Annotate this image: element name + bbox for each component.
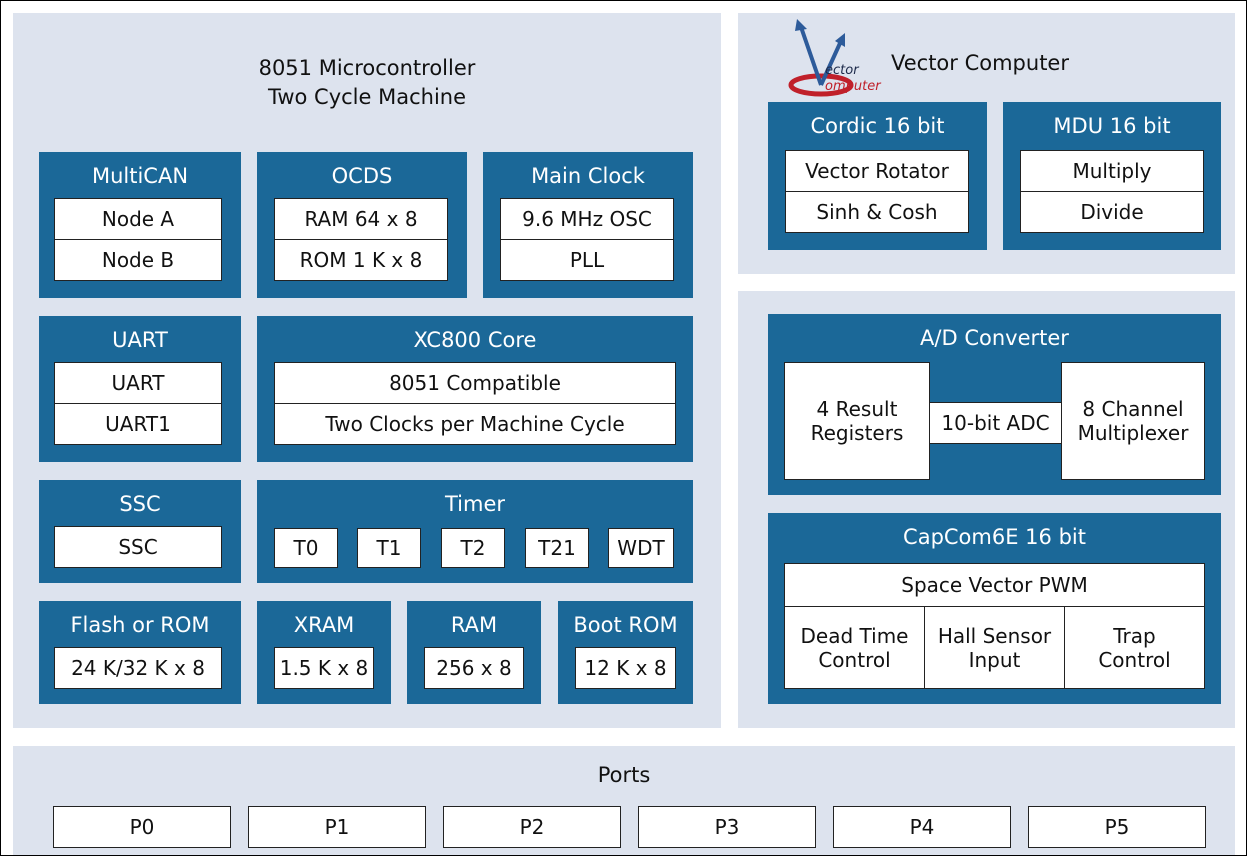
vector-computer-title: Vector Computer: [891, 51, 1069, 75]
timer-t21: T21: [525, 528, 589, 568]
core-title: XC800 Core: [413, 328, 537, 352]
port-p4: P4: [833, 806, 1011, 848]
cordic-sinh-cosh: Sinh & Cosh: [785, 191, 969, 233]
cordic-rotator: Vector Rotator: [785, 150, 969, 192]
ram-title: RAM: [450, 613, 498, 637]
mcu-title-line1: 8051 Microcontroller: [258, 56, 476, 80]
cordic-block: Cordic 16 bit Vector Rotator Sinh & Cosh: [768, 102, 987, 250]
multican-node-b: Node B: [54, 239, 222, 281]
capcom-dead-line1: Dead Time: [800, 623, 909, 648]
core-block: XC800 Core 8051 Compatible Two Clocks pe…: [257, 316, 693, 462]
capcom-block: CapCom6E 16 bit Space Vector PWM Dead Ti…: [768, 513, 1221, 704]
adc-title: A/D Converter: [920, 326, 1069, 350]
capcom-hall-line1: Hall Sensor: [937, 623, 1052, 648]
timer-block: Timer T0 T1 T2 T21 WDT: [257, 480, 693, 583]
xram-size: 1.5 K x 8: [274, 647, 374, 689]
timer-t1: T1: [357, 528, 421, 568]
vector-logo-icon: [788, 19, 854, 97]
mdu-multiply: Multiply: [1020, 150, 1204, 192]
ram-size: 256 x 8: [424, 647, 524, 689]
boot-rom-title: Boot ROM: [573, 613, 678, 637]
ports-title: Ports: [597, 763, 651, 787]
capcom-hall-line2: Input: [968, 647, 1021, 672]
vector-logo-word1: ector: [825, 63, 859, 78]
uart-block: UART UART UART1: [39, 316, 241, 462]
main-clock-osc: 9.6 MHz OSC: [500, 198, 674, 240]
boot-rom-block: Boot ROM 12 K x 8: [558, 601, 693, 704]
flash-title: Flash or ROM: [70, 613, 210, 637]
port-p0: P0: [53, 806, 231, 848]
flash-size: 24 K/32 K x 8: [54, 647, 222, 689]
core-clocks: Two Clocks per Machine Cycle: [274, 403, 676, 445]
port-p3: P3: [638, 806, 816, 848]
capcom-dead-time: Dead Time Control: [784, 606, 925, 689]
adc-core: 10-bit ADC: [929, 402, 1062, 444]
flash-block: Flash or ROM 24 K/32 K x 8: [39, 601, 241, 704]
capcom-trap-line1: Trap: [1113, 623, 1156, 648]
xram-title: XRAM: [293, 613, 355, 637]
boot-rom-size: 12 K x 8: [575, 647, 676, 689]
capcom-title: CapCom6E 16 bit: [903, 525, 1086, 549]
mcu-title-line2: Two Cycle Machine: [267, 85, 467, 109]
port-p5: P5: [1028, 806, 1206, 848]
adc-result-line1: 4 Result: [816, 397, 898, 421]
ssc-cell: SSC: [54, 526, 222, 568]
ram-block: RAM 256 x 8: [407, 601, 541, 704]
timer-t0: T0: [274, 528, 338, 568]
mdu-block: MDU 16 bit Multiply Divide: [1003, 102, 1221, 250]
main-clock-title: Main Clock: [531, 164, 645, 188]
ocds-block: OCDS RAM 64 x 8 ROM 1 K x 8: [257, 152, 467, 298]
adc-result-registers: 4 Result Registers: [784, 362, 930, 480]
adc-mux-line2: Multiplexer: [1077, 421, 1189, 445]
uart1-cell: UART1: [54, 403, 222, 445]
mdu-divide: Divide: [1020, 191, 1204, 233]
mdu-title: MDU 16 bit: [1053, 114, 1171, 138]
multican-title: MultiCAN: [91, 164, 189, 188]
port-p1: P1: [248, 806, 426, 848]
uart-cell: UART: [54, 362, 222, 404]
timer-title: Timer: [444, 492, 506, 516]
main-clock-pll: PLL: [500, 239, 674, 281]
ocds-rom: ROM 1 K x 8: [274, 239, 448, 281]
capcom-hall-sensor: Hall Sensor Input: [924, 606, 1065, 689]
adc-result-line2: Registers: [810, 421, 904, 445]
adc-multiplexer: 8 Channel Multiplexer: [1061, 362, 1205, 480]
capcom-dead-line2: Control: [818, 647, 891, 672]
timer-t2: T2: [441, 528, 505, 568]
cordic-title: Cordic 16 bit: [810, 114, 945, 138]
main-clock-block: Main Clock 9.6 MHz OSC PLL: [483, 152, 693, 298]
capcom-trap-line2: Control: [1098, 647, 1171, 672]
port-p2: P2: [443, 806, 621, 848]
capcom-trap: Trap Control: [1064, 606, 1205, 689]
xram-block: XRAM 1.5 K x 8: [257, 601, 391, 704]
timer-wdt: WDT: [608, 528, 674, 568]
uart-title: UART: [112, 328, 168, 352]
adc-block: A/D Converter 4 Result Registers 10-bit …: [768, 314, 1221, 495]
ocds-ram: RAM 64 x 8: [274, 198, 448, 240]
vector-computer-logo: ector omputer: [783, 15, 883, 103]
ssc-title: SSC: [119, 492, 161, 516]
multican-block: MultiCAN Node A Node B: [39, 152, 241, 298]
mcu-title: 8051 Microcontroller Two Cycle Machine: [13, 54, 721, 112]
adc-mux-line1: 8 Channel: [1082, 397, 1184, 421]
ocds-title: OCDS: [331, 164, 393, 188]
vector-logo-word2: omputer: [825, 79, 881, 94]
multican-node-a: Node A: [54, 198, 222, 240]
core-compatible: 8051 Compatible: [274, 362, 676, 404]
ssc-block: SSC SSC: [39, 480, 241, 583]
capcom-pwm: Space Vector PWM: [784, 563, 1205, 607]
